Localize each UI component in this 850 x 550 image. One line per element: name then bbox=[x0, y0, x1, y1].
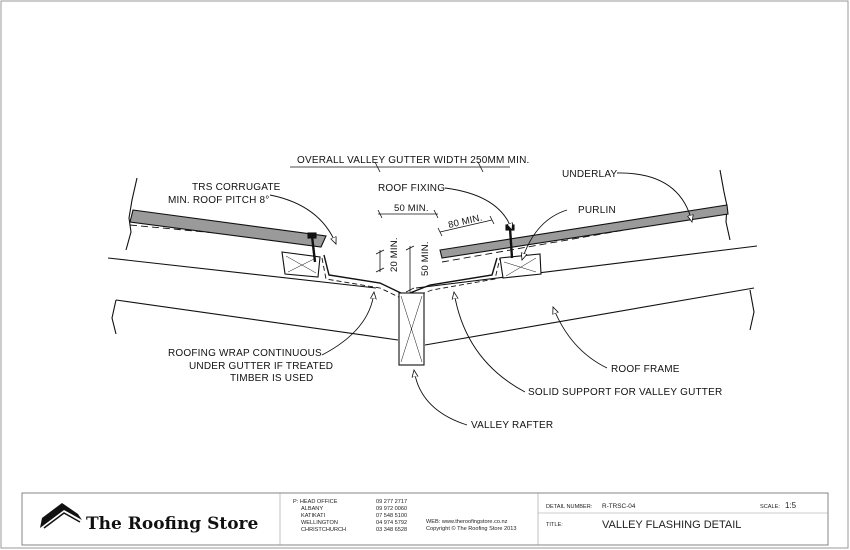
roof-icon bbox=[40, 503, 82, 528]
left-lower-break bbox=[111, 299, 117, 335]
office-name: ALBANY bbox=[301, 506, 323, 512]
office-name: WELLINGTON bbox=[301, 520, 338, 526]
fixing-left bbox=[310, 235, 317, 263]
copyright: Copyright © The Roofing Store 2013 bbox=[426, 525, 516, 532]
roof-frame-right-top bbox=[415, 245, 758, 289]
fixing-right bbox=[508, 227, 514, 259]
scale-value: 1:5 bbox=[785, 501, 797, 510]
detail-number-label: DETAIL NUMBER: bbox=[546, 504, 593, 510]
roofing-store-logo: The Roofing Store bbox=[40, 503, 259, 534]
label-trs-corrugate: TRS CORRUGATE bbox=[192, 182, 281, 193]
detail-number: R-TRSC-04 bbox=[602, 503, 636, 510]
leader-roofing-wrap bbox=[321, 292, 374, 356]
leader-valley-rafter bbox=[414, 370, 468, 426]
left-break-line bbox=[125, 177, 138, 251]
leader-underlay bbox=[616, 172, 692, 222]
office-phone: 03 348 6528 bbox=[376, 527, 407, 533]
label-dim-50-vertical: 50 MIN. bbox=[420, 241, 431, 276]
roof-frame-left-bottom bbox=[115, 299, 399, 341]
leader-roof-fixing bbox=[444, 187, 512, 230]
roof-frame-right-bottom bbox=[424, 287, 755, 346]
leader-solid-support bbox=[454, 292, 526, 393]
title-block: The Roofing Store P: HEAD OFFICE 09 277 … bbox=[21, 492, 829, 546]
underlay-right bbox=[441, 211, 728, 263]
label-underlay: UNDERLAY bbox=[562, 169, 617, 180]
company-name: The Roofing Store bbox=[86, 514, 259, 534]
label-dim-50-horizontal: 50 MIN. bbox=[394, 203, 429, 214]
purlin-right bbox=[499, 253, 542, 279]
roof-frame-left-top bbox=[107, 257, 377, 289]
label-purlin: PURLIN bbox=[578, 205, 616, 216]
label-solid-support: SOLID SUPPORT FOR VALLEY GUTTER bbox=[528, 387, 722, 398]
label-valley-rafter: VALLEY RAFTER bbox=[471, 420, 553, 431]
roof-sheet-left bbox=[129, 209, 327, 248]
valley-rafter bbox=[398, 292, 425, 366]
office-name: CHRISTCHURCH bbox=[301, 527, 346, 533]
office-list: P: HEAD OFFICE 09 277 2717 ALBANY 09 972… bbox=[293, 499, 407, 533]
drawing-labels: OVERALL VALLEY GUTTER WIDTH 250MM MIN. T… bbox=[168, 155, 722, 431]
leader-purlin bbox=[522, 209, 568, 260]
label-roofing-wrap-1: ROOFING WRAP CONTINUOUS bbox=[168, 348, 322, 359]
scale-label: SCALE: bbox=[760, 504, 780, 510]
leader-roof-frame bbox=[553, 307, 608, 369]
office-name: KATIKATI bbox=[301, 513, 325, 519]
label-roof-frame: ROOF FRAME bbox=[611, 364, 680, 375]
right-lower-break bbox=[749, 289, 755, 331]
drawing-title: VALLEY FLASHING DETAIL bbox=[602, 519, 741, 531]
leader-trs-corrugate bbox=[269, 194, 336, 244]
office-phone: 09 972 0060 bbox=[376, 506, 407, 512]
office-phone: 07 548 5100 bbox=[376, 513, 407, 519]
valley-gutter bbox=[323, 254, 498, 296]
label-overall-width: OVERALL VALLEY GUTTER WIDTH 250MM MIN. bbox=[297, 155, 529, 166]
label-dim-20: 20 MIN. bbox=[389, 237, 400, 272]
label-dim-80: 80 MIN. bbox=[447, 212, 483, 231]
office-name: P: HEAD OFFICE bbox=[293, 499, 338, 505]
office-phone: 09 277 2717 bbox=[376, 499, 407, 505]
label-min-roof-pitch: MIN. ROOF PITCH 8° bbox=[168, 195, 270, 206]
valley-section-drawing bbox=[107, 161, 758, 426]
label-roof-fixing: ROOF FIXING bbox=[378, 183, 445, 194]
title-label: TITLE: bbox=[546, 522, 563, 528]
label-roofing-wrap-2: UNDER GUTTER IF TREATED bbox=[189, 361, 333, 372]
website: WEB: www.theroofingstore.co.nz bbox=[426, 519, 508, 525]
office-phone: 04 974 5792 bbox=[376, 520, 407, 526]
label-roofing-wrap-3: TIMBER IS USED bbox=[230, 373, 313, 384]
